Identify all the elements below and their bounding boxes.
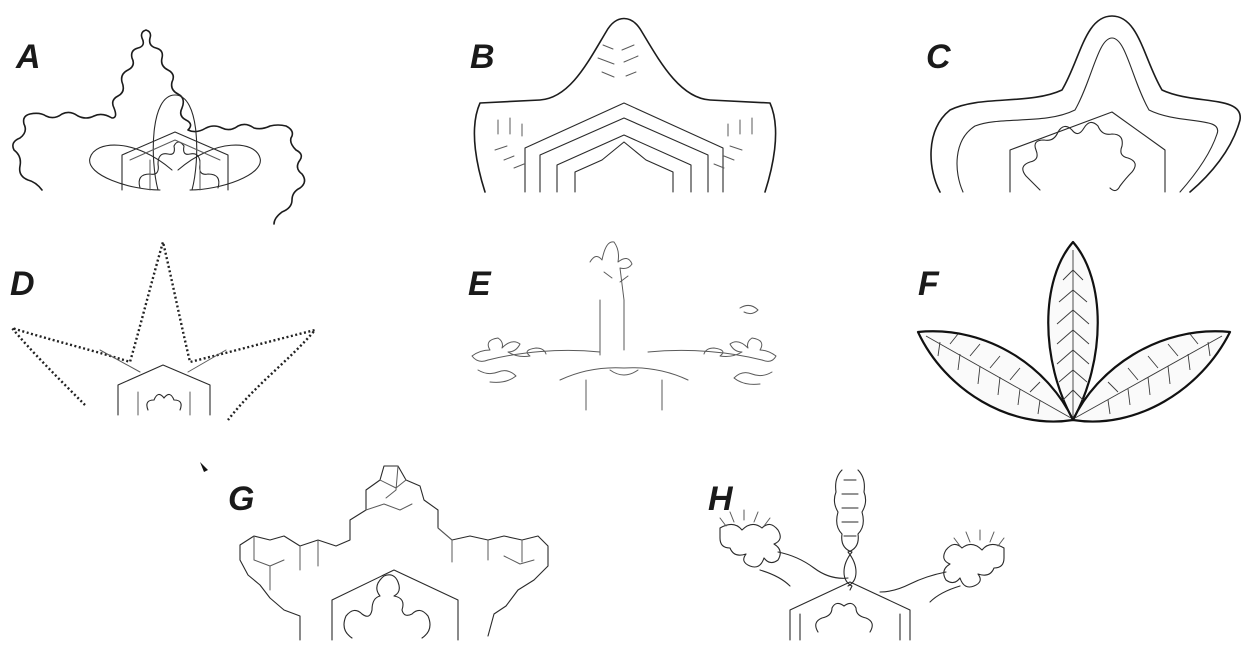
panel-b: B xyxy=(470,19,776,193)
panel-b-hexagon-outer xyxy=(525,103,723,192)
panel-a-inner-lines xyxy=(130,140,220,190)
panel-b-hexagon-inner xyxy=(557,135,691,192)
panel-h-right-arm xyxy=(880,544,1004,602)
panel-g-small-mark xyxy=(200,462,208,472)
panel-c-label: C xyxy=(926,38,951,76)
panel-e-label: E xyxy=(468,265,492,303)
panel-g: G xyxy=(200,462,548,640)
panel-a-left-loop xyxy=(90,145,172,190)
panel-g-cell-lines xyxy=(254,466,534,590)
panel-a-label: A xyxy=(15,38,41,76)
panel-d: D xyxy=(10,242,315,420)
panel-h-left-arm xyxy=(720,524,848,586)
panel-c-outer-outline xyxy=(931,16,1240,192)
panel-e-core xyxy=(560,368,688,410)
panel-h: H xyxy=(708,470,1004,640)
panel-e-center-arm xyxy=(590,242,632,355)
panel-e: E xyxy=(468,242,776,410)
panel-d-inner-lines xyxy=(100,350,226,415)
panel-a-outline xyxy=(13,30,305,224)
panel-f: F xyxy=(918,242,1230,422)
panel-f-label: F xyxy=(918,265,940,303)
panel-d-label: D xyxy=(10,265,35,303)
panel-a-center-lobes xyxy=(139,142,219,188)
panel-c-lobed-core xyxy=(1023,122,1135,190)
panel-d-hexagon xyxy=(118,365,210,415)
panel-b-hatch-marks xyxy=(495,45,752,168)
panel-c-inner-outline xyxy=(957,38,1218,192)
panel-e-left-arm xyxy=(472,338,600,382)
panel-d-outline xyxy=(12,242,315,420)
panel-d-center-lobes xyxy=(147,394,181,410)
panel-a-center-loop xyxy=(153,95,196,190)
panel-g-center-lobes xyxy=(344,575,430,638)
panel-b-hexagon-middle xyxy=(540,118,708,192)
panel-a-hexagon xyxy=(122,132,228,190)
panel-a: A xyxy=(13,30,305,224)
panel-c: C xyxy=(926,16,1240,192)
panel-b-inner-notch xyxy=(575,142,673,192)
panel-g-label: G xyxy=(228,480,254,518)
panel-h-center-arm xyxy=(834,470,865,590)
panel-b-label: B xyxy=(470,38,495,76)
panel-g-hexagon xyxy=(332,570,458,640)
